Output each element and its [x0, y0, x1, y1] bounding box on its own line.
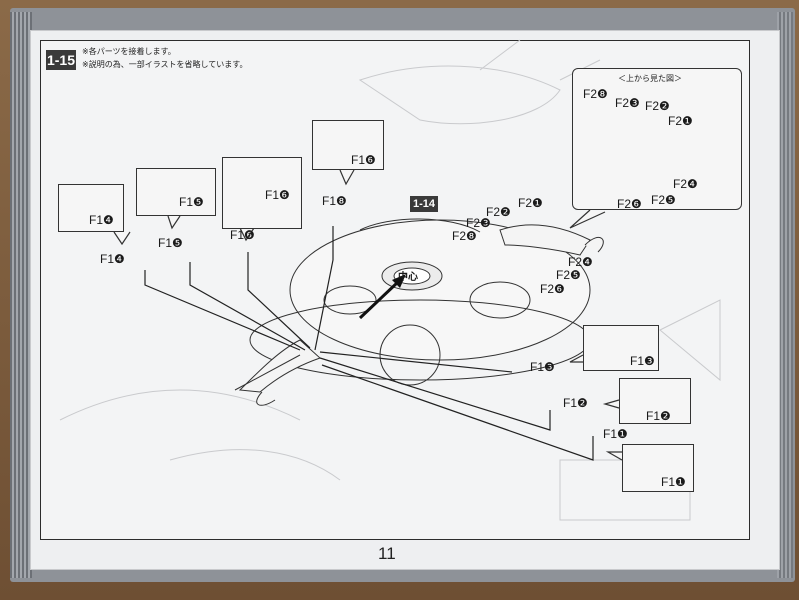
note-glue-parts: ※各パーツを接着します。 — [82, 47, 176, 56]
callout-label: F1❹ — [89, 213, 114, 227]
callout-label: F1❻ — [265, 188, 290, 202]
model-label-f22: F2❷ — [486, 205, 511, 219]
top-view-label-f22: F2❷ — [645, 99, 670, 113]
page-number: 11 — [378, 544, 396, 563]
callout-label: F1❸ — [630, 354, 655, 368]
ship-hull — [249, 218, 591, 386]
model-label-f26: F2❻ — [540, 282, 565, 296]
part-label-f14: F1❹ — [100, 252, 125, 266]
part-label-f12: F1❷ — [563, 396, 588, 410]
booklet-right-page-edges — [777, 12, 793, 578]
model-label-f25: F2❺ — [556, 268, 581, 282]
center-mark-label: 中心 — [398, 272, 418, 283]
top-view-label-f28: F2❽ — [583, 87, 608, 101]
note-illustration-omitted: ※説明の為、一部イラストを省略しています。 — [82, 60, 248, 69]
top-view-callout: ＜上から見た図＞ F2❽ F2❸ F2❷ F2❶ F2❹ F2❺ F2❻ — [572, 68, 742, 211]
top-view-label-f25: F2❺ — [651, 193, 676, 207]
ghost-background-illustration — [59, 39, 721, 521]
model-label-f23: F2❸ — [466, 216, 491, 230]
booklet-left-page-edges — [10, 12, 32, 578]
callout-label: F1❻ — [351, 153, 376, 167]
part-callout-f14: F1❹ — [58, 184, 124, 232]
top-view-label-f23: F2❸ — [615, 96, 640, 110]
callout-label: F1❷ — [646, 409, 671, 423]
ship-right-wing — [499, 224, 604, 256]
callout-label: F1❺ — [179, 195, 204, 209]
part-callout-f18: F1❻ — [312, 120, 384, 170]
part-callout-f12: F1❷ — [619, 378, 691, 424]
right-part-leader-lines — [319, 351, 594, 461]
top-view-label-f24: F2❹ — [673, 177, 698, 191]
center-arrow — [358, 274, 406, 320]
top-view-label-f26: F2❻ — [617, 197, 642, 211]
model-label-f24: F2❹ — [568, 255, 593, 269]
model-label-f21: F2❶ — [518, 196, 543, 210]
step-number-badge: 1-15 — [46, 50, 76, 70]
callout-label: F1❶ — [661, 475, 686, 489]
part-callout-f11: F1❶ — [622, 444, 694, 492]
sub-step-reference-badge: 1-14 — [410, 196, 438, 212]
top-view-label-f21: F2❶ — [668, 114, 693, 128]
part-label-f16: F1❻ — [230, 228, 255, 242]
part-callout-f13: F1❸ — [583, 325, 659, 371]
part-label-f15: F1❺ — [158, 236, 183, 250]
top-view-title: ＜上から見た図＞ — [618, 74, 682, 83]
callout-pointers — [113, 169, 623, 461]
part-label-f18: F1❽ — [322, 194, 347, 208]
part-callout-f16: F1❻ — [222, 157, 302, 229]
part-label-f11: F1❶ — [603, 427, 628, 441]
left-part-leader-lines — [144, 226, 334, 351]
part-callout-f15: F1❺ — [136, 168, 216, 216]
part-label-f13: F1❸ — [530, 360, 555, 374]
model-label-f28: F2❽ — [452, 229, 477, 243]
ship-left-wing — [234, 339, 321, 406]
